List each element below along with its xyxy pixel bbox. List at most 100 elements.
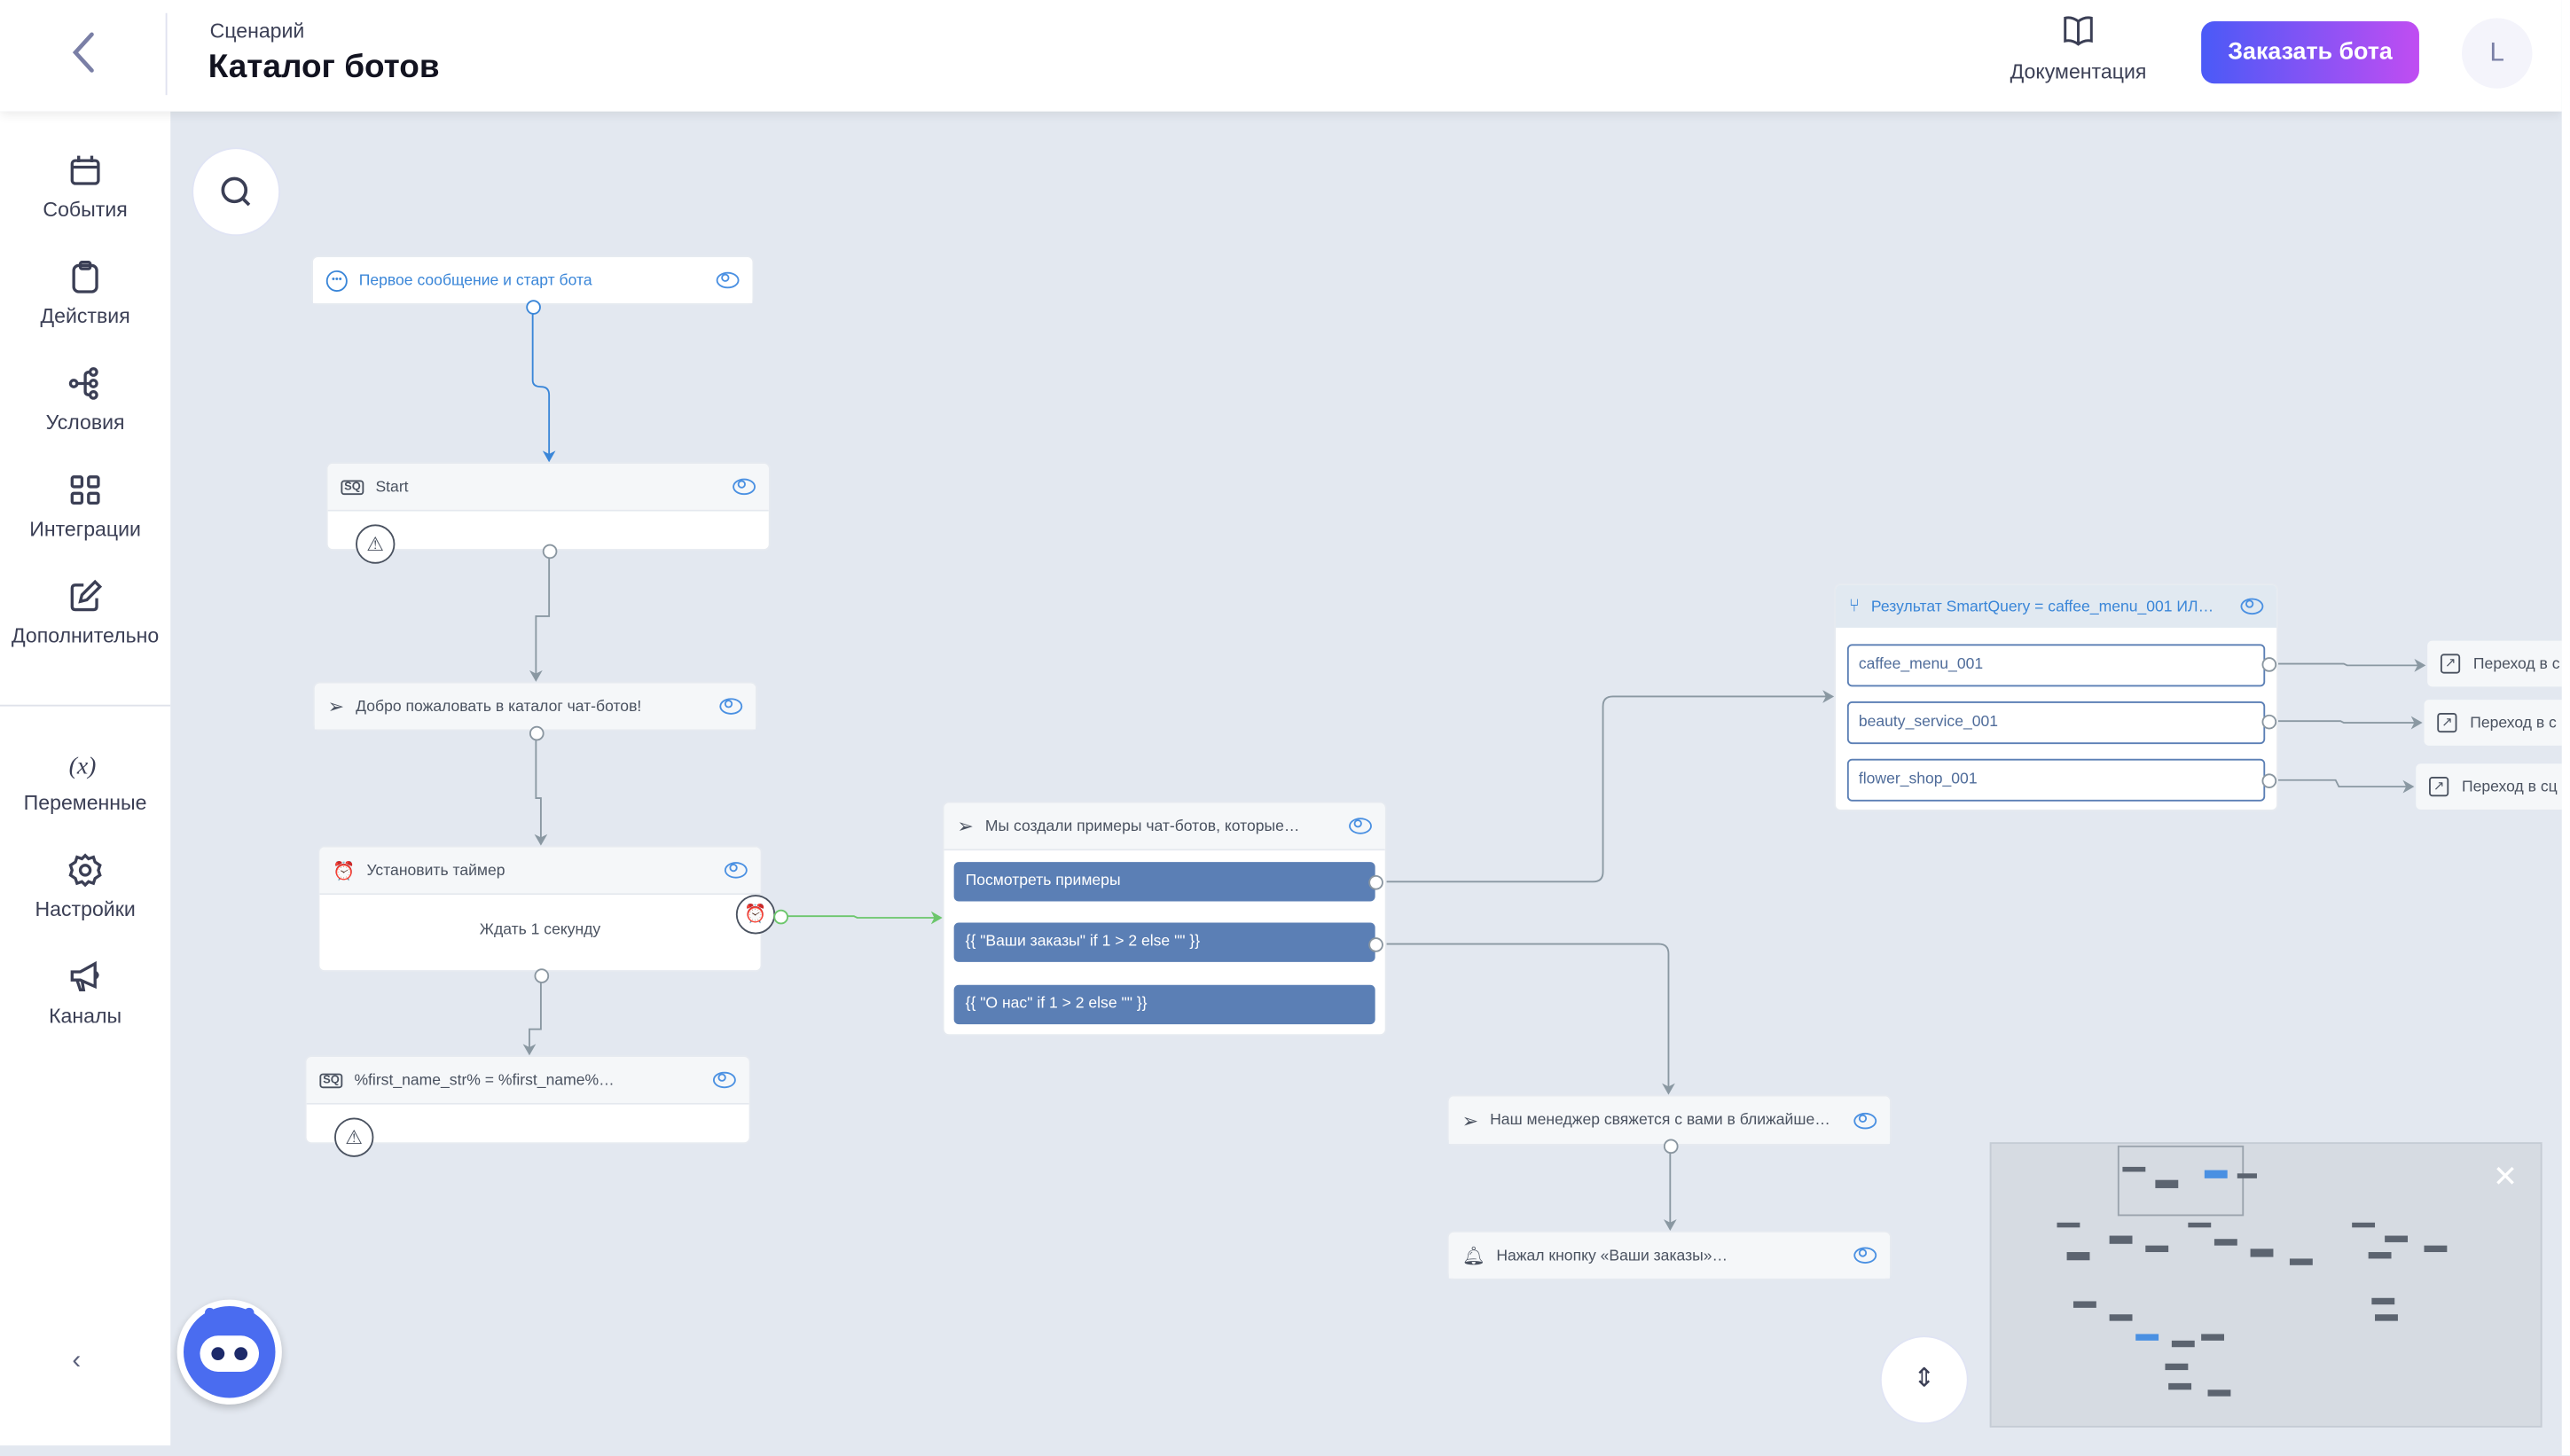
- header: Сценарий Каталог ботов Документация Зака…: [0, 0, 2562, 112]
- condition-option[interactable]: flower_shop_001: [1846, 758, 2266, 802]
- eye-icon[interactable]: [724, 862, 748, 879]
- connector-dot[interactable]: [773, 909, 788, 925]
- eye-icon[interactable]: [712, 1071, 736, 1089]
- connector-dot[interactable]: [526, 300, 541, 315]
- edit-icon: [70, 579, 103, 612]
- assistant-bot-button[interactable]: [176, 1299, 282, 1405]
- minimap-node: [2250, 1249, 2274, 1257]
- node-set-variable[interactable]: SQ%first_name_str% = %first_name%…: [306, 1057, 749, 1143]
- sidebar-divider: [0, 704, 171, 707]
- fit-view-button[interactable]: ⇕: [1881, 1337, 1967, 1423]
- minimap-node: [2171, 1340, 2195, 1348]
- edges: [522, 308, 2426, 1231]
- close-icon[interactable]: ✕: [2492, 1160, 2518, 1194]
- send-icon: ➢: [957, 814, 974, 838]
- branch-icon: [68, 367, 98, 400]
- arrow-up-right-icon: ↗: [2429, 777, 2449, 797]
- eye-icon[interactable]: [1853, 1247, 1877, 1264]
- node-first-message[interactable]: ••• Первое сообщение и старт бота: [313, 257, 753, 303]
- edge: [531, 308, 556, 463]
- sidebar-item-clipboard[interactable]: Действия: [0, 259, 170, 328]
- sidebar-item-grid[interactable]: Интеграции: [0, 472, 170, 541]
- minimap-node: [2352, 1222, 2376, 1228]
- minimap[interactable]: ✕: [1989, 1142, 2543, 1428]
- minimap-viewport[interactable]: [2117, 1145, 2245, 1217]
- svg-text:(x): (x): [69, 751, 97, 779]
- sidebar-item-label: Интеграции: [29, 518, 141, 541]
- connector-dot[interactable]: [2261, 657, 2277, 672]
- warning-icon[interactable]: ⚠: [356, 524, 396, 564]
- eye-icon[interactable]: [733, 478, 756, 496]
- condition-option[interactable]: beauty_service_001: [1846, 701, 2266, 745]
- connector-dot[interactable]: [2261, 714, 2277, 730]
- node-button-pressed[interactable]: 🔔︎Нажал кнопку «Ваши заказы»…: [1448, 1232, 1890, 1279]
- alarm-plus-icon: ⏰: [333, 861, 356, 881]
- minimap-node: [2375, 1314, 2398, 1321]
- minimap-node: [2165, 1363, 2189, 1371]
- eye-icon[interactable]: [2240, 598, 2264, 615]
- node-timer[interactable]: ⏰Установить таймер Ждать 1 секунду: [319, 847, 761, 971]
- connector-dot[interactable]: [534, 968, 550, 983]
- sidebar-item-label: Дополнительно: [11, 624, 160, 648]
- avatar[interactable]: L: [2461, 18, 2533, 89]
- sidebar-item-branch[interactable]: Условия: [0, 365, 170, 434]
- minimap-node: [2072, 1301, 2096, 1308]
- message-button[interactable]: {{ "О нас" if 1 > 2 else "" }}: [953, 984, 1375, 1025]
- collapse-sidebar-icon[interactable]: ‹: [72, 1347, 82, 1375]
- connector-dot[interactable]: [542, 544, 558, 560]
- connector-dot[interactable]: [1368, 874, 1383, 890]
- edge: [2273, 779, 2415, 794]
- node-jump[interactable]: ↗Переход в с: [2427, 640, 2562, 687]
- sidebar-item-megaphone[interactable]: Каналы: [0, 959, 170, 1028]
- minimap-node: [2188, 1222, 2212, 1228]
- search-button[interactable]: [193, 149, 279, 235]
- sidebar-item-edit[interactable]: Дополнительно: [0, 578, 170, 647]
- eye-icon[interactable]: [1853, 1112, 1877, 1129]
- edge: [529, 552, 551, 682]
- sidebar-item-label: Настройки: [35, 897, 136, 921]
- minimap-node: [2289, 1258, 2313, 1265]
- variable-icon: (x): [69, 751, 97, 779]
- connector-dot[interactable]: [2261, 773, 2277, 788]
- divider: [165, 12, 168, 96]
- minimap-node: [2109, 1235, 2133, 1244]
- send-icon: ➢: [1461, 1108, 1479, 1132]
- connector-dot[interactable]: [1368, 937, 1383, 952]
- docs-link[interactable]: Документация: [1996, 13, 2160, 83]
- message-button[interactable]: {{ "Ваши заказы" if 1 > 2 else "" }}: [953, 922, 1375, 962]
- connector-dot[interactable]: [1663, 1139, 1679, 1155]
- back-icon[interactable]: [66, 29, 102, 75]
- order-bot-button[interactable]: Заказать бота: [2201, 21, 2419, 84]
- node-jump[interactable]: ↗Переход в с: [2424, 700, 2562, 746]
- condition-option[interactable]: caffee_menu_001: [1846, 644, 2266, 687]
- minimap-node: [2145, 1245, 2169, 1253]
- sq-icon: SQ: [341, 479, 364, 495]
- minimap-node: [2057, 1222, 2080, 1228]
- sidebar-item-calendar[interactable]: События: [0, 153, 170, 222]
- sidebar-item-gear[interactable]: Настройки: [0, 852, 170, 921]
- eye-icon[interactable]: [719, 698, 743, 715]
- eye-icon[interactable]: [1349, 818, 1372, 834]
- node-smartquery-condition[interactable]: ⑂Результат SmartQuery = caffee_menu_001 …: [1835, 584, 2277, 810]
- edge: [534, 733, 548, 846]
- minimap-node: [2368, 1252, 2392, 1259]
- alarm-icon[interactable]: ⏰: [735, 895, 776, 935]
- minimap-node: [2122, 1166, 2146, 1172]
- arrow-up-right-icon: ↗: [2437, 712, 2457, 733]
- minimap-node: [2385, 1235, 2409, 1242]
- warning-icon[interactable]: ⚠: [334, 1117, 374, 1157]
- edge: [785, 911, 943, 925]
- eye-icon[interactable]: [716, 271, 740, 289]
- node-jump[interactable]: ↗Переход в сц: [2416, 763, 2562, 810]
- edge: [1382, 943, 1675, 1095]
- message-button[interactable]: Посмотреть примеры: [953, 862, 1375, 902]
- connector-dot[interactable]: [529, 725, 545, 741]
- scrollbar[interactable]: [2561, 0, 2570, 1456]
- node-welcome-message[interactable]: ➢Добро пожаловать в каталог чат-ботов!: [314, 683, 756, 730]
- node-manager-message[interactable]: ➢Наш менеджер свяжется с вами в ближайше…: [1448, 1096, 1890, 1145]
- node-examples-message[interactable]: ➢Мы создали примеры чат-ботов, которые… …: [944, 802, 1385, 1035]
- sidebar-item-label: Переменные: [23, 791, 147, 815]
- sidebar-item-variable[interactable]: (x) Переменные: [0, 746, 170, 815]
